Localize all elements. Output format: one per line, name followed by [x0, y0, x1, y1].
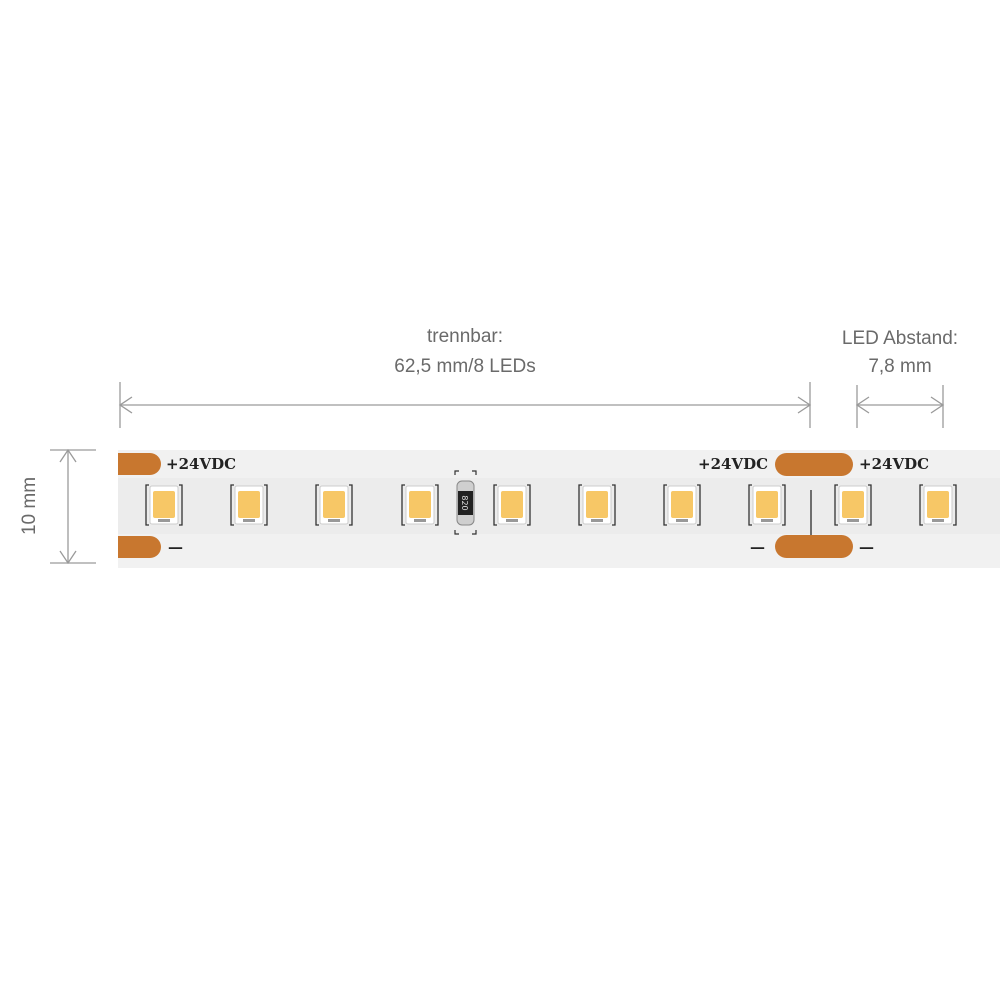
led-chip: [748, 484, 786, 526]
cut-label: trennbar:: [427, 326, 503, 347]
resistor: 820: [454, 470, 477, 535]
width-dimension: [50, 448, 96, 565]
labels: +24VDC +24VDC +24VDC — — —: [166, 455, 929, 556]
positive-label: +24VDC: [698, 455, 768, 473]
led-chip: [919, 484, 957, 526]
led-pitch-dimension: [855, 385, 945, 428]
positive-label: +24VDC: [859, 455, 929, 473]
cut-value: 62,5 mm/8 LEDs: [394, 356, 536, 377]
negative-label: —: [168, 538, 183, 556]
led-chip: [834, 484, 872, 526]
pitch-label: LED Abstand:: [842, 328, 958, 349]
solder-pads: [118, 453, 853, 558]
pitch-value: 7,8 mm: [868, 356, 931, 377]
resistor-code: 820: [460, 495, 469, 510]
width-value: 10 mm: [19, 477, 40, 535]
led-chip: [578, 484, 616, 526]
negative-label: —: [750, 538, 765, 556]
cut-length-dimension: [118, 382, 812, 428]
led-chip: [145, 484, 183, 526]
led-chip: [230, 484, 268, 526]
led-chip: [493, 484, 531, 526]
negative-label: —: [859, 538, 874, 556]
led-chip: [663, 484, 701, 526]
leds: [145, 484, 957, 526]
led-chip: [401, 484, 439, 526]
led-chip: [315, 484, 353, 526]
positive-label: +24VDC: [166, 455, 236, 473]
